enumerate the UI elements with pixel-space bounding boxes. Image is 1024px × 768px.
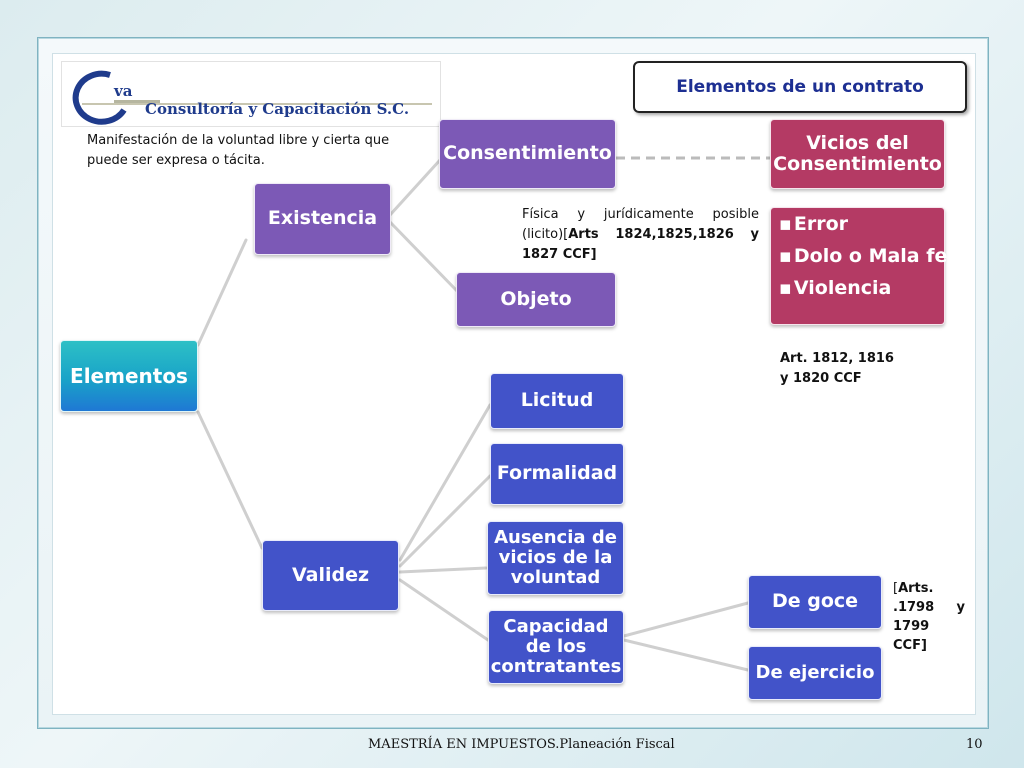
logo-mark	[72, 70, 432, 125]
link-elementos-existencia	[196, 238, 248, 347]
node-elementos: Elementos	[60, 340, 198, 412]
link-validez-licitud	[398, 403, 492, 562]
link-capacidad-goce	[622, 601, 750, 638]
vicio-item: Dolo o Mala fe	[779, 240, 948, 272]
objeto-definition-text: Física y jurídicamente posible (licito)[	[522, 207, 759, 243]
link-elementos-validez	[196, 410, 264, 550]
logo-company-name: Consultoría y Capacitación S.C.	[145, 100, 410, 118]
link-validez-formalidad	[398, 474, 492, 568]
logo-initials: va	[114, 82, 133, 100]
node-consentimiento: Consentimiento	[439, 119, 616, 189]
slide-title: Elementos de un contrato	[633, 61, 967, 113]
link-validez-capacidad	[398, 578, 490, 642]
objeto-definition-articles: Arts 1824,1825,1826 y 1827 CCF]	[522, 227, 759, 263]
vicios-list: Error Dolo o Mala fe Violencia	[770, 207, 948, 325]
footer-text: MAESTRÍA EN IMPUESTOS.Planeación Fiscal	[368, 737, 675, 752]
link-capacidad-ejercicio	[622, 638, 750, 672]
vicio-item: Violencia	[779, 272, 936, 304]
node-existencia: Existencia	[254, 183, 391, 255]
objeto-definition: Física y jurídicamente posible (licito)[…	[522, 205, 759, 265]
node-de-goce: De goce	[748, 575, 882, 629]
vicios-reference: Art. 1812, 1816 y 1820 CCF	[780, 351, 894, 386]
link-existencia-consentimiento	[388, 158, 442, 217]
capacidad-reference: [Arts. .1798 y 1799 CCF]	[893, 580, 965, 655]
link-validez-ausencia	[398, 566, 488, 574]
node-validez: Validez	[262, 540, 399, 611]
capacidad-reference-articles: Arts. .1798 y 1799 CCF]	[893, 581, 965, 653]
link-existencia-objeto	[388, 220, 460, 294]
node-vicios-consentimiento: Vicios del Consentimiento	[770, 119, 945, 189]
vicio-item: Error	[779, 208, 936, 240]
company-logo: va Consultoría y Capacitación S.C.	[61, 61, 441, 127]
consentimiento-definition: Manifestación de la voluntad libre y cie…	[87, 133, 390, 168]
node-objeto: Objeto	[456, 272, 616, 327]
node-ausencia-vicios: Ausencia de vicios de la voluntad	[487, 521, 624, 595]
node-formalidad: Formalidad	[490, 443, 624, 505]
capacidad-reference-bracket: [	[893, 581, 899, 596]
page-number: 10	[966, 737, 983, 752]
node-capacidad: Capacidad de los contratantes	[488, 610, 624, 684]
node-de-ejercicio: De ejercicio	[748, 646, 882, 700]
node-licitud: Licitud	[490, 373, 624, 429]
